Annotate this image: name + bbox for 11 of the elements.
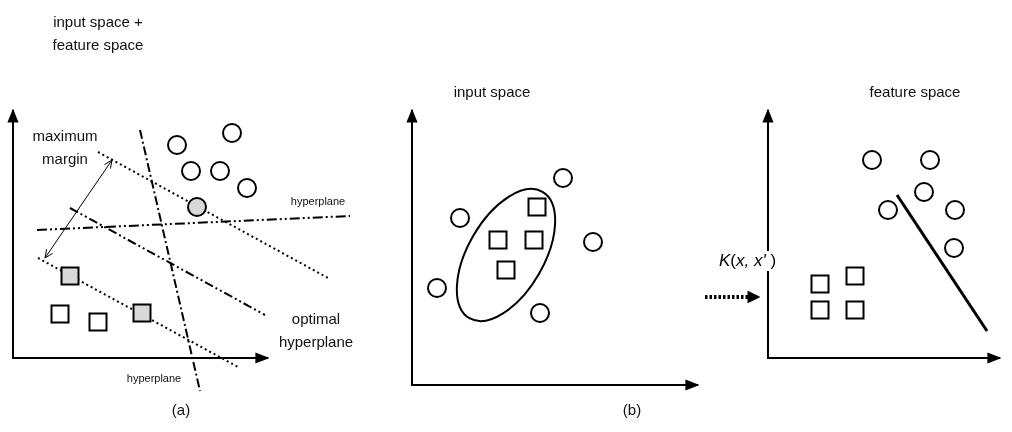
panel-caption: (b) bbox=[621, 400, 643, 420]
panel-title: input space bbox=[452, 82, 532, 102]
annotation-text: hyperplane bbox=[125, 371, 183, 385]
panel-title: feature space bbox=[868, 82, 962, 102]
edge-label: K(x, x' ) bbox=[719, 251, 777, 271]
panel-title: input space + feature space bbox=[51, 12, 145, 55]
annotation-text: hyperplane bbox=[289, 194, 347, 208]
arrow bbox=[705, 290, 761, 304]
annotation-text: optimal hyperplane bbox=[277, 309, 355, 352]
panel-caption: (a) bbox=[170, 400, 192, 420]
annotation-text: maximum margin bbox=[31, 126, 99, 169]
